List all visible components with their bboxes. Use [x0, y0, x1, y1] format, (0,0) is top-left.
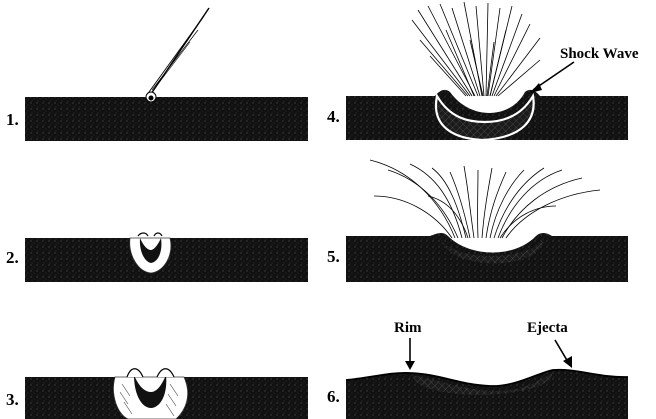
panel-6: 6. Rim Ejecta	[327, 320, 628, 419]
panel-2: 2.	[6, 233, 308, 282]
step-number-4: 4.	[327, 107, 340, 126]
meteoroid-trail	[149, 8, 209, 94]
ground-layer-1	[25, 97, 308, 141]
shock-wave-label: Shock Wave	[560, 46, 639, 62]
plume-spray	[412, 2, 540, 96]
step-number-1: 1.	[6, 110, 19, 129]
step-number-2: 2.	[6, 248, 19, 267]
panel-5: 5.	[327, 160, 628, 282]
ejecta-label: Ejecta	[527, 320, 568, 336]
panel-1: 1.	[6, 8, 308, 141]
panel-4: 4. Shock Wave	[327, 2, 639, 140]
step-number-3: 3.	[6, 390, 19, 409]
rim-arrowhead	[405, 361, 415, 370]
step-number-6: 6.	[327, 387, 340, 406]
rim-label: Rim	[394, 320, 422, 336]
ejecta-curtain	[370, 160, 600, 238]
ejecta-arrow	[555, 340, 568, 362]
step-number-5: 5.	[327, 247, 340, 266]
ejecta-arrowhead	[563, 356, 572, 368]
panel-3: 3.	[6, 369, 308, 419]
